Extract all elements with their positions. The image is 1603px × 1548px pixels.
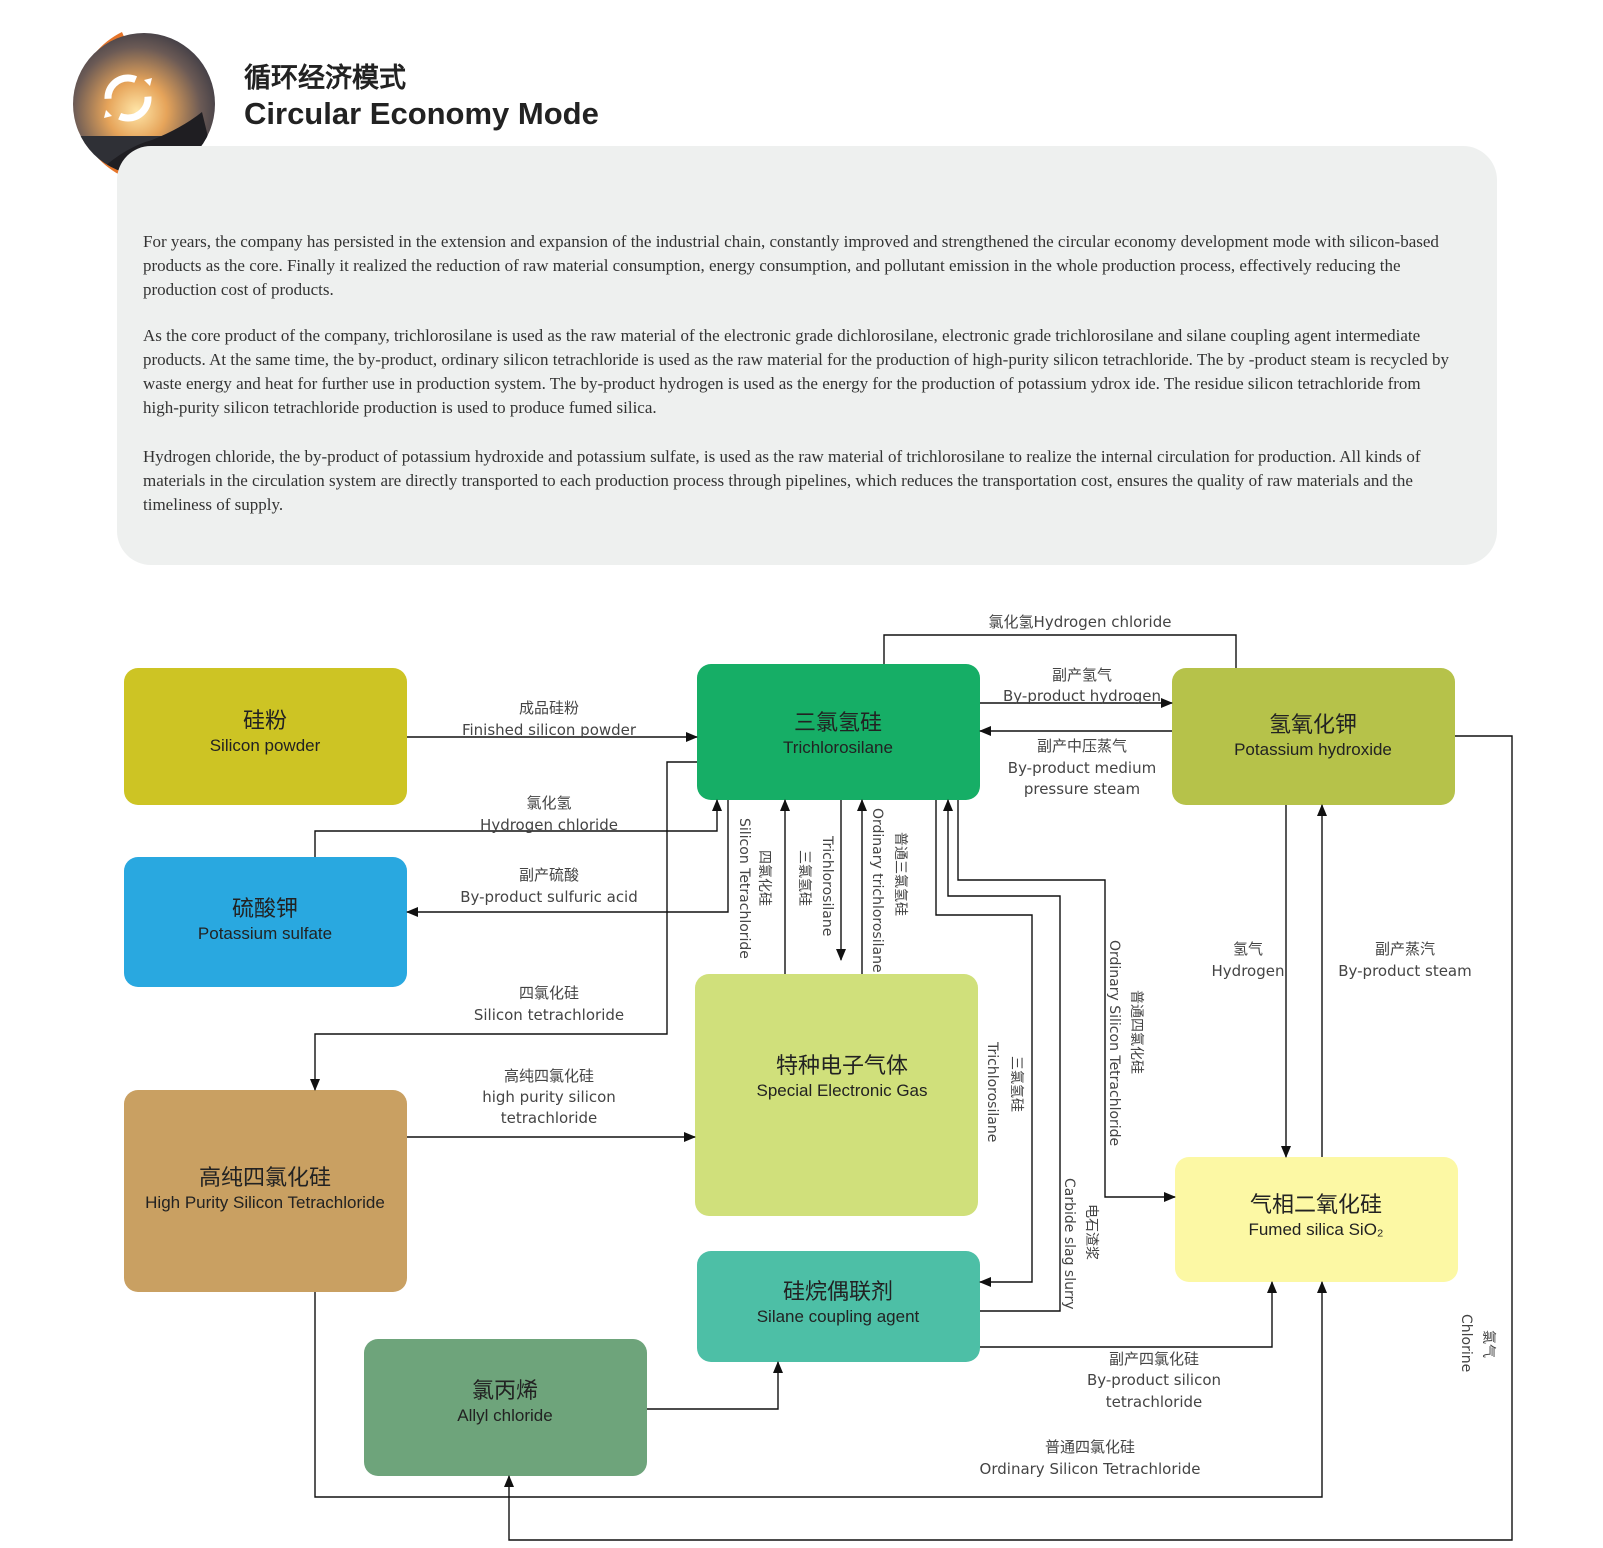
node-trichlorosilane-cn: 三氯氢硅 xyxy=(794,711,882,736)
label-bystc-en2: tetrachloride xyxy=(1106,1393,1203,1411)
label-finished-cn: 成品硅粉 xyxy=(519,699,579,717)
node-silicon-powder: 硅粉 Silicon powder xyxy=(124,668,407,805)
label-hydrogen-cn: 氢气 xyxy=(1233,940,1263,958)
edge-stc-to-highpurity xyxy=(310,761,697,1091)
label-hcl-top: 氯化氢Hydrogen chloride xyxy=(989,613,1172,631)
label-finished-en: Finished silicon powder xyxy=(462,721,637,739)
node-allyl-en: Allyl chloride xyxy=(457,1406,552,1425)
node-potassium-sulfate-box xyxy=(124,857,407,987)
label-hcl-cn: 氯化氢 xyxy=(526,794,571,812)
edge-chlorine xyxy=(504,735,1513,1541)
edge-silane-to-fumed xyxy=(980,1281,1277,1348)
node-allyl-box xyxy=(364,1339,647,1476)
vlabel-ostc-cn: 普通四氯化硅 xyxy=(1128,990,1144,1074)
label-acid-en: By-product sulfuric acid xyxy=(460,888,638,906)
node-potassium-hydroxide-cn: 氢氧化钾 xyxy=(1269,713,1357,738)
vlabel-otcs-cn: 普通三氯氢硅 xyxy=(892,832,908,916)
node-potassium-sulfate-cn: 硫酸钾 xyxy=(232,897,298,922)
label-steam-cn: 副产中压蒸气 xyxy=(1037,737,1127,755)
node-trichlorosilane: 三氯氢硅 Trichlorosilane xyxy=(697,664,980,800)
label-hcl-en: Hydrogen chloride xyxy=(480,816,618,834)
node-potassium-sulfate-en: Potassium sulfate xyxy=(198,924,332,943)
label-steam-en1: By-product medium xyxy=(1008,759,1156,777)
intro-paragraph-2: As the core product of the company, tric… xyxy=(143,326,1449,417)
vlabel-tcs-en: Trichlorosilane xyxy=(819,835,835,936)
vlabel-stc-cn: 四氯化硅 xyxy=(756,850,772,906)
node-special-gas-cn: 特种电子气体 xyxy=(776,1054,908,1079)
vlabel-tcs2-en: Trichlorosilane xyxy=(984,1041,1000,1142)
vlabel-stc-en: Silicon Tetrachloride xyxy=(736,818,752,959)
edge-hcl-to-tcs xyxy=(314,799,722,857)
vlabel-tcs-cn: 三氯氢硅 xyxy=(796,850,812,906)
node-special-gas-box xyxy=(695,974,978,1216)
node-special-electronic-gas: 特种电子气体 Special Electronic Gas xyxy=(695,974,978,1216)
node-trichlorosilane-en: Trichlorosilane xyxy=(783,738,893,757)
edge-hcl-top xyxy=(883,634,1237,668)
node-potassium-hydroxide-box xyxy=(1172,668,1455,805)
intro-panel xyxy=(117,146,1497,565)
edge-ostc-to-fumed xyxy=(957,800,1176,1202)
node-fumed-box xyxy=(1175,1157,1458,1282)
node-silicon-powder-box xyxy=(124,668,407,805)
label-ostc-cn: 普通四氯化硅 xyxy=(1045,1438,1135,1456)
label-stc-en: Silicon tetrachloride xyxy=(474,1006,624,1024)
label-h2-cn: 副产氢气 xyxy=(1052,666,1112,684)
node-trichlorosilane-box xyxy=(697,664,980,800)
page-title-cn: 循环经济模式 xyxy=(244,63,406,94)
node-potassium-sulfate: 硫酸钾 Potassium sulfate xyxy=(124,857,407,987)
node-silicon-powder-cn: 硅粉 xyxy=(243,709,287,734)
vlabel-chlorine-en: Chlorine xyxy=(1458,1314,1474,1372)
edge-tcs-to-silane xyxy=(935,800,1033,1287)
label-hp-en2: tetrachloride xyxy=(501,1109,598,1127)
node-silane-cn: 硅烷偶联剂 xyxy=(783,1280,893,1305)
page-title-en: Circular Economy Mode xyxy=(244,96,599,131)
label-acid-cn: 副产硫酸 xyxy=(519,866,579,884)
node-allyl-cn: 氯丙烯 xyxy=(472,1379,538,1404)
node-silane-box xyxy=(697,1251,980,1362)
node-high-purity-stc: 高纯四氯化硅 High Purity Silicon Tetrachloride xyxy=(124,1090,407,1292)
vlabel-otcs-en: Ordinary trichlorosilane xyxy=(869,808,885,973)
node-special-gas-en: Special Electronic Gas xyxy=(756,1081,927,1100)
label-h2-en: By-product hydrogen xyxy=(1003,687,1161,705)
vlabel-chlorine-cn: 氯气 xyxy=(1480,1330,1496,1358)
node-silicon-powder-en: Silicon powder xyxy=(210,736,321,755)
label-ostc-en: Ordinary Silicon Tetrachloride xyxy=(980,1460,1201,1478)
edge-allyl-to-silane xyxy=(647,1361,783,1410)
vlabel-tcs2-cn: 三氯氢硅 xyxy=(1008,1056,1024,1112)
label-hp-cn: 高纯四氯化硅 xyxy=(504,1067,594,1085)
label-bysteam-en: By-product steam xyxy=(1338,962,1472,980)
label-stc-cn: 四氯化硅 xyxy=(519,984,579,1002)
node-potassium-hydroxide-en: Potassium hydroxide xyxy=(1234,740,1392,759)
label-hydrogen-en: Hydrogen xyxy=(1212,962,1285,980)
label-bysteam-cn: 副产蒸汽 xyxy=(1375,940,1435,958)
node-fumed-en: Fumed silica SiO₂ xyxy=(1248,1220,1383,1239)
node-high-purity-box xyxy=(124,1090,407,1292)
node-high-purity-cn: 高纯四氯化硅 xyxy=(199,1166,331,1191)
node-silane-coupling-agent: 硅烷偶联剂 Silane coupling agent xyxy=(697,1251,980,1362)
edge-ostc-bottom xyxy=(314,1281,1327,1498)
intro-paragraph-1: For years, the company has persisted in … xyxy=(143,232,1439,299)
node-fumed-silica: 气相二氧化硅 Fumed silica SiO₂ xyxy=(1175,1157,1458,1282)
node-high-purity-en: High Purity Silicon Tetrachloride xyxy=(145,1193,385,1212)
label-hp-en1: high purity silicon xyxy=(482,1088,616,1106)
node-fumed-cn: 气相二氧化硅 xyxy=(1250,1193,1382,1218)
edge-sulfuric-acid xyxy=(406,800,729,917)
edge-carbide-slurry xyxy=(943,799,1061,1312)
vlabel-carbide-cn: 电石渣浆 xyxy=(1083,1204,1099,1260)
node-allyl-chloride: 氯丙烯 Allyl chloride xyxy=(364,1339,647,1476)
node-potassium-hydroxide: 氢氧化钾 Potassium hydroxide xyxy=(1172,668,1455,805)
label-bystc-en1: By-product silicon xyxy=(1087,1371,1221,1389)
label-steam-en2: pressure steam xyxy=(1024,780,1140,798)
node-silane-en: Silane coupling agent xyxy=(757,1307,920,1326)
label-bystc-cn: 副产四氯化硅 xyxy=(1109,1350,1199,1368)
vlabel-ostc-en: Ordinary Silicon Tetrachloride xyxy=(1106,940,1122,1146)
intro-paragraph-3: Hydrogen chloride, the by-product of pot… xyxy=(143,447,1421,514)
vlabel-carbide-en: Carbide slag slurry xyxy=(1061,1178,1077,1310)
